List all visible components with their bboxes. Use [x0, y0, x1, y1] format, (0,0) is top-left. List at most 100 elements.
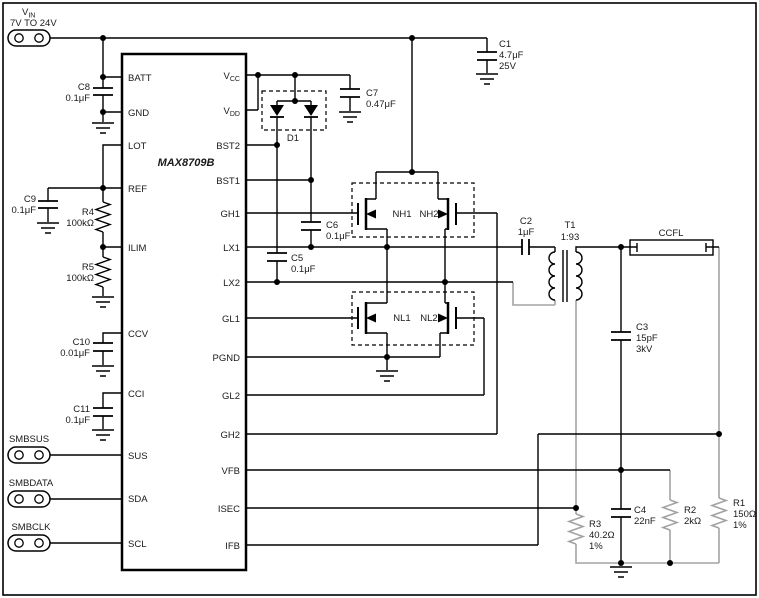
pin-label-bst1: BST1 — [216, 176, 240, 187]
pin-label-scl: SCL — [128, 539, 146, 550]
r2-value: 2kΩ — [684, 516, 701, 527]
r3-ref: R3 — [589, 519, 601, 530]
resistor-symbols — [93, 201, 113, 288]
r2-ref: R2 — [684, 505, 696, 516]
capacitor-c10-symbol — [93, 342, 113, 352]
nl2-ref: NL2 — [420, 313, 437, 324]
pin-label-lx1: LX1 — [223, 243, 240, 254]
pin-label-sda: SDA — [128, 494, 148, 505]
capacitor-c2-symbol — [521, 239, 530, 255]
c6-value: 0.1μF — [326, 231, 351, 242]
c10-value: 0.01μF — [60, 348, 90, 359]
capacitor-c9-symbol — [38, 200, 58, 209]
pin-label-vfb: VFB — [222, 466, 240, 477]
ccfl-label: CCFL — [659, 228, 684, 239]
smbdata-label: SMBDATA — [9, 478, 54, 489]
c5-value: 0.1μF — [291, 264, 316, 275]
resistor-r3-symbol — [566, 513, 586, 545]
smbsus-connector — [7, 446, 51, 464]
pin-label-sus: SUS — [128, 451, 148, 462]
capacitor-symbols — [38, 51, 631, 518]
pin-label-gh2: GH2 — [220, 430, 240, 441]
pin-label-vcc: VCC — [224, 71, 240, 83]
pin-label-gnd: GND — [128, 108, 149, 119]
c1-rating: 25V — [499, 61, 517, 72]
pin-label-gl2: GL2 — [222, 391, 240, 402]
c9-value: 0.1μF — [12, 205, 37, 216]
nh1-ref: NH1 — [392, 209, 411, 220]
c8-ref: C8 — [78, 82, 90, 93]
r4-ref: R4 — [82, 207, 94, 218]
pin-label-ilim: ILIM — [128, 243, 147, 254]
c4-value: 22nF — [634, 516, 656, 527]
c3-value: 15pF — [636, 333, 658, 344]
capacitor-c11-symbol — [93, 407, 113, 417]
smbclk-label: SMBCLK — [11, 522, 51, 533]
r1-ref: R1 — [733, 498, 745, 509]
c5-ref: C5 — [291, 253, 303, 264]
junction-dots — [100, 35, 722, 566]
pin-label-gl1: GL1 — [222, 314, 240, 325]
c2-value: 1μF — [518, 227, 535, 238]
r3-tol: 1% — [589, 541, 603, 552]
c2-ref: C2 — [520, 216, 532, 227]
ccfl-lamp-symbol — [629, 239, 714, 256]
c7-value: 0.47μF — [366, 99, 396, 110]
transformer-t1-symbol — [548, 250, 583, 302]
pin-label-bst2: BST2 — [216, 141, 240, 152]
nh-pair-outline — [351, 182, 475, 238]
diode-d1-symbol — [261, 90, 327, 131]
resistor-r2-symbol — [660, 499, 680, 531]
pin-label-batt: BATT — [128, 73, 152, 84]
mosfet-nh2-symbol — [438, 198, 457, 230]
c4-ref: C4 — [634, 505, 646, 516]
c6-ref: C6 — [326, 220, 338, 231]
mosfet-nl2-symbol — [438, 302, 457, 334]
c8-value: 0.1μF — [66, 93, 91, 104]
capacitor-c5-symbol — [267, 252, 287, 262]
resistor-r4-symbol — [93, 201, 113, 233]
pin-label-ref: REF — [128, 184, 147, 195]
smbclk-connector — [7, 534, 51, 552]
smbdata-connector — [7, 490, 51, 508]
nh2-ref: NH2 — [419, 209, 438, 220]
mosfet-nl1-symbol — [357, 302, 376, 334]
c3-rating: 3kV — [636, 344, 653, 355]
capacitor-c7-symbol — [340, 88, 360, 98]
pin-label-cci: CCI — [128, 389, 144, 400]
pin-label-lx2: LX2 — [223, 278, 240, 289]
r5-ref: R5 — [82, 262, 94, 273]
capacitor-c4-symbol — [611, 508, 631, 518]
r4-value: 100kΩ — [66, 218, 94, 229]
smbsus-label: SMBSUS — [9, 434, 49, 445]
pin-label-ifb: IFB — [225, 541, 240, 552]
pin-label-isec: ISEC — [218, 504, 240, 515]
r1-value: 150Ω — [733, 509, 756, 520]
t1-ref: T1 — [564, 220, 575, 231]
r3-value: 40.2Ω — [589, 530, 615, 541]
pin-label-pgnd: PGND — [213, 353, 241, 364]
c9-ref: C9 — [24, 194, 36, 205]
c3-ref: C3 — [636, 322, 648, 333]
capacitor-c8-symbol — [93, 87, 113, 96]
ground-symbols — [37, 73, 632, 578]
pin-label-gh1: GH1 — [220, 209, 240, 220]
c11-value: 0.1μF — [66, 415, 91, 426]
c11-ref: C11 — [73, 404, 90, 415]
capacitor-c6-symbol — [301, 221, 321, 231]
vin-label: VIN — [22, 7, 35, 20]
nl-pair-outline — [351, 291, 475, 346]
ic-part-number: MAX8709B — [158, 157, 215, 169]
mosfet-nh1-symbol — [357, 198, 376, 230]
pin-label-vdd: VDD — [224, 106, 240, 118]
vin-range-label: 7V TO 24V — [10, 18, 57, 29]
capacitor-c1-symbol — [477, 51, 497, 61]
c1-ref: C1 — [499, 39, 511, 50]
resistor-r5-symbol — [93, 256, 113, 288]
c7-ref: C7 — [366, 88, 378, 99]
d1-ref: D1 — [287, 133, 299, 144]
vin-connector — [7, 29, 51, 47]
